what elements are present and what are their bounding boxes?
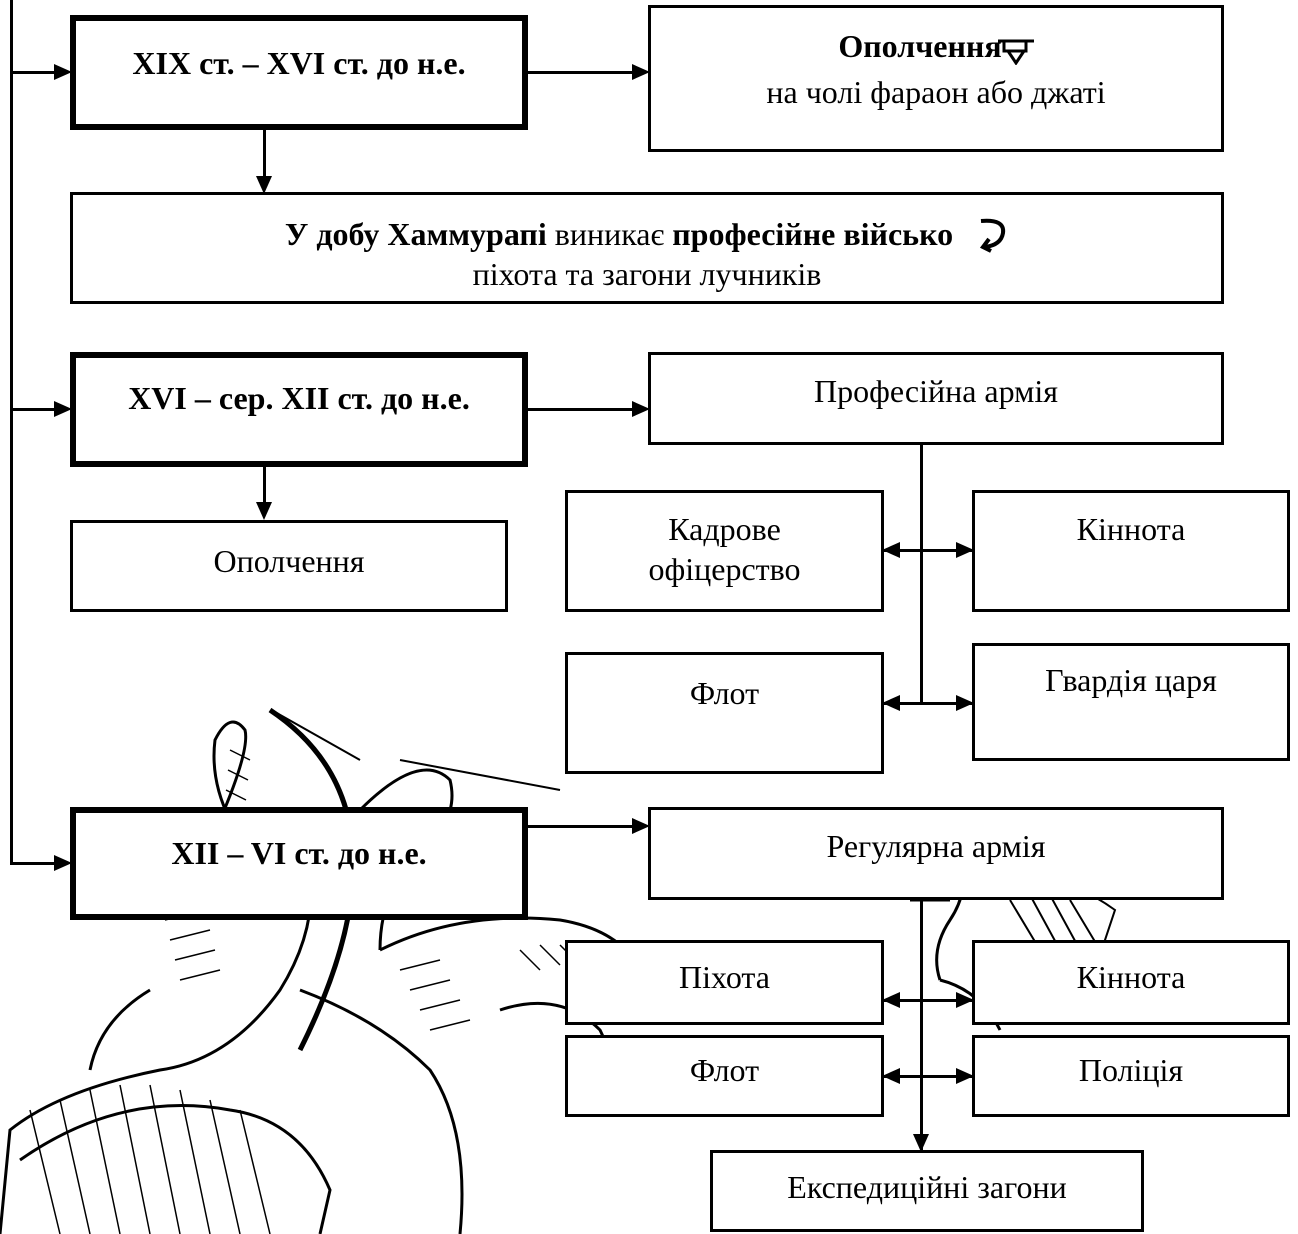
pro-army-box: Професійна армія [648,352,1224,445]
connector-infantry-cavalry [884,999,972,1002]
expeditions-label: Експедиційні загони [787,1169,1067,1205]
officers-box: Кадрове офіцерство [565,490,884,612]
officers-line-1: Кадрове [668,511,781,547]
regular-army-label: Регулярна армія [826,828,1046,864]
militia-label-2: Ополчення [213,543,365,579]
connector-period3-regular [528,825,636,828]
arrow-police [956,1068,974,1084]
connector-period2-proarmy [528,408,636,411]
arrow-period1-militia [632,64,650,80]
period-label-2: XVI – сер. XII ст. до н.е. [128,380,470,416]
down-arrow-icon [997,34,1034,66]
hammurabi-verb: виникає [546,216,673,252]
arrow-expeditions [913,1134,929,1152]
police-label: Поліція [1078,1052,1184,1088]
connector-trunk-period2 [10,408,62,411]
connector-period1-hammurabi [263,130,266,182]
fleet-label-3: Флот [689,1052,760,1088]
period-label-1: XIX ст. – XVI ст. до н.е. [132,45,466,81]
infantry-label: Піхота [679,959,770,995]
officers-line-2: офіцерство [648,551,801,587]
connector-period2-militia [263,467,266,507]
militia-title-1: Ополчення [838,28,1002,64]
arrow-cavalry-3 [956,992,974,1008]
connector-trunk-period3 [10,862,62,865]
expeditions-box: Експедиційні загони [710,1150,1144,1232]
fleet-label-2: Флот [689,675,760,711]
arrow-fleet-3 [882,1068,900,1084]
hammurabi-detail: піхота та загони лучників [472,256,822,292]
arrow-period3-regular [632,818,650,834]
period-box-1: XIX ст. – XVI ст. до н.е. [70,15,528,130]
militia-subtitle-1: на чолі фараон або джаті [766,74,1106,110]
cavalry-box-2: Кіннота [972,490,1290,612]
infantry-box: Піхота [565,940,884,1025]
hammurabi-box: У добу Хаммурапі виникає професійне війс… [70,192,1224,304]
arrow-officers [882,542,900,558]
period-box-3: XII – VI ст. до н.е. [70,807,528,920]
police-box: Поліція [972,1035,1290,1117]
connector-trunk-period1 [10,71,62,74]
connector-officers-cavalry [884,549,972,552]
arrow-period2 [54,401,72,417]
connector-fleet-guard [884,702,972,705]
militia-box-1: Ополчення на чолі фараон або джаті [648,5,1224,152]
arrow-period2-militia [256,502,272,520]
arrow-infantry [882,992,900,1008]
period-label-3: XII – VI ст. до н.е. [171,835,427,871]
pro-army-stem [920,445,923,703]
arrow-period2-proarmy [632,401,650,417]
cavalry-label-2: Кіннота [1076,511,1186,547]
fleet-box-2: Флот [565,652,884,774]
hammurabi-army: професійне військо [672,216,954,252]
regular-army-box: Регулярна армія [648,807,1224,900]
connector-period1-militia [528,71,636,74]
cavalry-label-3: Кіннота [1076,959,1186,995]
regular-army-stem [920,900,923,1150]
arrow-fleet-2 [882,695,900,711]
connector-fleet-police [884,1075,972,1078]
militia-box-2: Ополчення [70,520,508,612]
curved-arrow-icon [975,217,1009,253]
arrow-period1 [54,64,72,80]
arrow-cavalry-2 [956,542,974,558]
arrow-period1-hammurabi [256,176,272,194]
guard-box: Гвардія царя [972,643,1290,761]
arrow-guard [956,695,974,711]
pro-army-label: Професійна армія [814,373,1058,409]
cavalry-box-3: Кіннота [972,940,1290,1025]
arrow-period3 [54,855,72,871]
hammurabi-era: У добу Хаммурапі [284,216,547,252]
left-trunk-line [10,0,13,865]
period-box-2: XVI – сер. XII ст. до н.е. [70,352,528,467]
guard-label: Гвардія царя [1045,662,1217,698]
fleet-box-3: Флот [565,1035,884,1117]
